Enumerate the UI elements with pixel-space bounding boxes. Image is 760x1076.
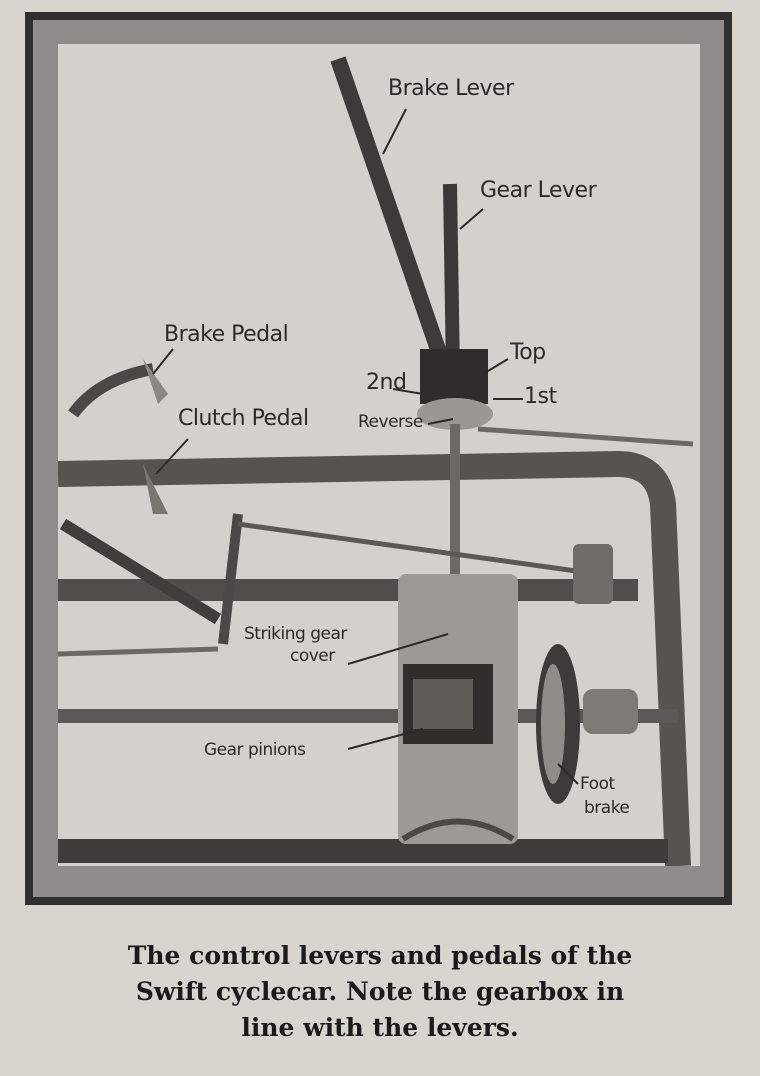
photograph-cyclecar-controls: Brake Lever Gear Lever Brake Pedal Clutc…: [58, 44, 700, 866]
label-gear-lever: Gear Lever: [480, 178, 597, 203]
caption-line-1: The control levers and pedals of the: [127, 941, 633, 970]
label-2nd: 2nd: [366, 370, 407, 395]
label-clutch-pedal: Clutch Pedal: [178, 406, 309, 431]
label-brake-pedal: Brake Pedal: [164, 322, 289, 347]
label-brake-lever: Brake Lever: [388, 76, 514, 101]
label-1st: 1st: [524, 384, 557, 409]
label-top: Top: [510, 340, 546, 365]
mechanism-drawing: [58, 56, 694, 866]
label-foot-brake-line1: Foot: [580, 774, 615, 794]
figure-caption: The control levers and pedals of the Swi…: [0, 938, 760, 1046]
label-reverse: Reverse: [358, 412, 423, 432]
label-striking-gear-line1: Striking gear: [244, 624, 347, 644]
label-gear-pinions: Gear pinions: [204, 740, 306, 760]
caption-line-3: line with the levers.: [241, 1013, 519, 1042]
label-foot-brake-line2: brake: [584, 798, 630, 818]
label-striking-gear-line2: cover: [290, 646, 335, 666]
caption-line-2: Swift cyclecar. Note the gearbox in: [135, 977, 625, 1006]
